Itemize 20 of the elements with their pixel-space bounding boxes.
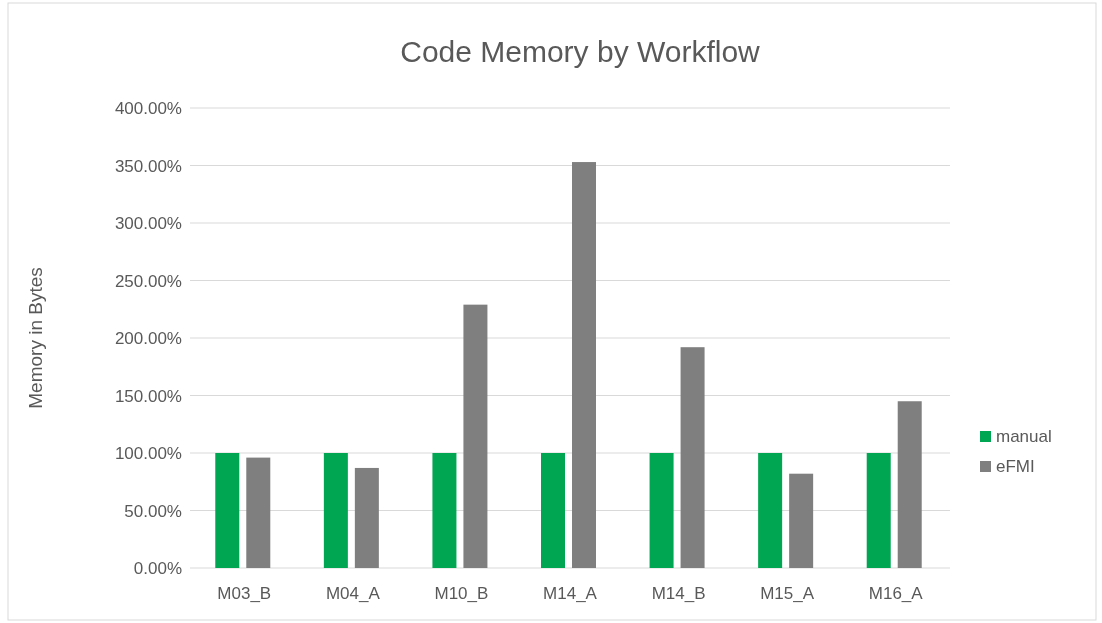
legend-label: eFMI bbox=[996, 457, 1035, 476]
legend-label: manual bbox=[996, 427, 1052, 446]
axis-tick-label: M10_B bbox=[434, 584, 489, 603]
axis-title: Memory in Bytes bbox=[25, 267, 46, 409]
axis-tick-label: M04_A bbox=[325, 584, 380, 603]
chart-title: Code Memory by Workflow bbox=[400, 35, 760, 68]
axis-tick-label: 200.00% bbox=[114, 329, 182, 348]
axis-tick-label: 0.00% bbox=[133, 559, 182, 578]
axis-tick-label: M15_A bbox=[760, 584, 815, 603]
axis-tick-label: 50.00% bbox=[124, 501, 182, 521]
axis-tick-label: 400.00% bbox=[114, 99, 182, 118]
axis-tick-label: 150.00% bbox=[114, 386, 182, 406]
axis-tick-label: 100.00% bbox=[114, 444, 182, 463]
axis-tick-label: 350.00% bbox=[114, 156, 182, 176]
axis-tick-label: M03_B bbox=[217, 584, 272, 603]
axis-tick-label: M16_A bbox=[868, 584, 923, 603]
axis-tick-label: M14_A bbox=[543, 584, 597, 603]
axis-tick-label: 300.00% bbox=[114, 214, 182, 233]
axis-tick-label: 250.00% bbox=[114, 271, 182, 291]
axis-tick-label: M14_B bbox=[651, 584, 706, 603]
